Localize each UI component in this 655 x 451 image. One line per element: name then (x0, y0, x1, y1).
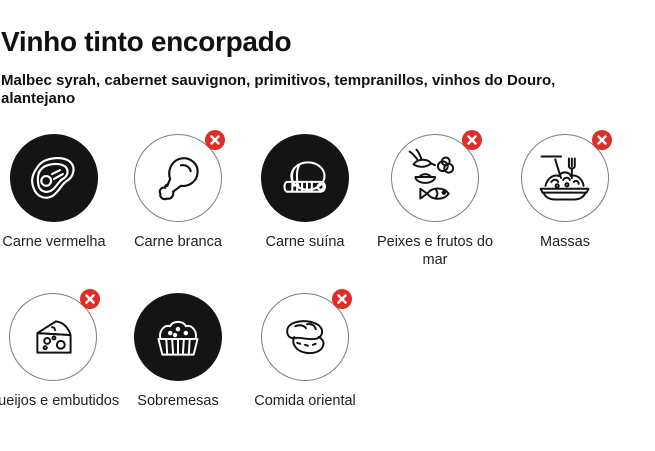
pairing-carne-suina[interactable]: Carne suína (235, 134, 375, 251)
remove-badge[interactable] (205, 130, 225, 150)
pairing-comida-oriental[interactable]: Comida oriental (235, 289, 375, 410)
pairing-queijos-embutidos[interactable]: Queijos e embutidos (0, 289, 123, 410)
remove-badge[interactable] (462, 130, 482, 150)
pairing-toggle[interactable] (134, 293, 222, 381)
close-icon (337, 294, 347, 304)
close-icon (597, 135, 607, 145)
pasta-icon (539, 155, 590, 201)
remove-badge[interactable] (592, 130, 612, 150)
close-icon (85, 294, 95, 304)
cheese-icon (36, 320, 72, 354)
pairing-toggle[interactable] (9, 289, 100, 381)
seafood-icon (408, 148, 455, 200)
pairing-label: Peixes e frutos do mar (376, 234, 494, 268)
pairing-label: Carne branca (134, 234, 222, 250)
pairing-peixes-frutos-mar[interactable]: Peixes e frutos do mar (365, 130, 505, 269)
close-icon (467, 135, 477, 145)
pairing-label: Comida oriental (254, 393, 356, 409)
page-title: Vinho tinto encorpado (1, 26, 292, 57)
pairing-toggle[interactable] (261, 134, 349, 222)
pairing-massas[interactable]: Massas (495, 130, 635, 251)
pairing-sobremesas[interactable]: Sobremesas (108, 293, 248, 410)
pairing-label: Carne vermelha (2, 234, 106, 250)
sushi-icon (286, 320, 325, 355)
pairing-label: Carne suína (265, 234, 345, 250)
pairing-carne-vermelha[interactable]: Carne vermelha (0, 134, 124, 251)
pairing-toggle[interactable] (261, 289, 352, 381)
pairing-carne-branca[interactable]: Carne branca (108, 130, 248, 251)
pairing-toggle[interactable] (521, 130, 612, 222)
pairing-toggle[interactable] (391, 130, 482, 222)
remove-badge[interactable] (80, 289, 100, 309)
grape-varieties-subtitle: Malbec syrah, cabernet sauvignon, primit… (1, 72, 556, 107)
cupcake-icon (157, 320, 199, 356)
pairing-toggle[interactable] (10, 134, 98, 222)
remove-badge[interactable] (332, 289, 352, 309)
close-icon (210, 135, 220, 145)
chicken-leg-icon (158, 157, 199, 201)
pairing-toggle[interactable] (134, 130, 225, 222)
pork-ham-icon (283, 161, 327, 193)
pairing-label: Queijos e embutidos (0, 393, 120, 409)
pairing-label: Massas (540, 234, 590, 250)
steak-icon (31, 157, 75, 199)
pairing-label: Sobremesas (137, 393, 219, 409)
